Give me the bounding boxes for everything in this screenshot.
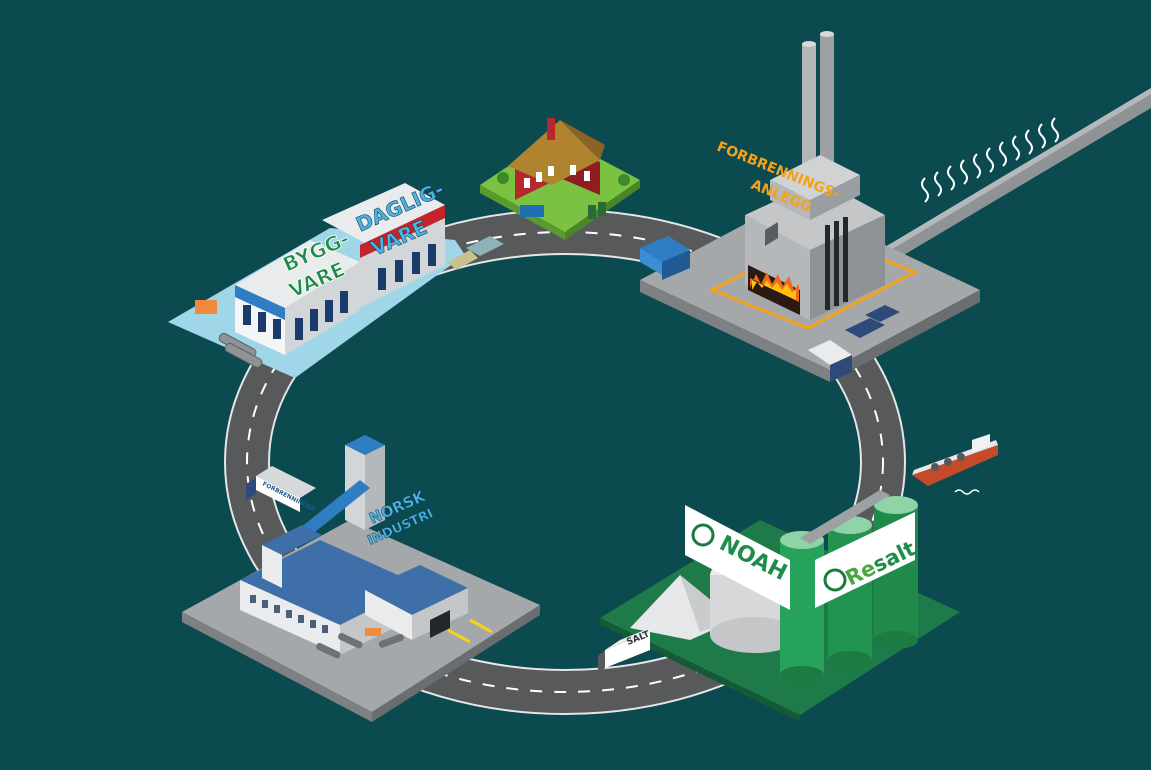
steam-waves [921, 117, 1059, 203]
car-on-road [448, 236, 504, 270]
noah-resalt-plant [600, 490, 960, 722]
forbrenning-truck [246, 466, 316, 512]
residential-house [480, 118, 640, 240]
building-supply-stores [168, 183, 465, 378]
salt-truck [598, 622, 665, 674]
cargo-ship [912, 434, 998, 495]
exhaust-pipe [880, 88, 1151, 262]
incineration-plant [640, 31, 980, 382]
norwegian-industry-factory [182, 435, 540, 722]
garbage-truck [640, 236, 690, 280]
white-truck-right [808, 340, 852, 382]
